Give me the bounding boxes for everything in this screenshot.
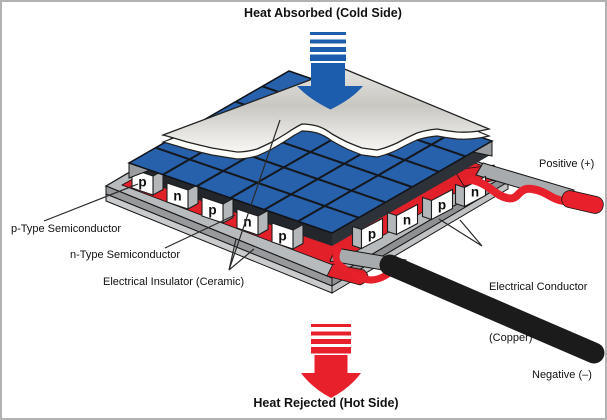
svg-text:p: p bbox=[368, 227, 376, 242]
p-type-label: p-Type Semiconductor bbox=[11, 223, 122, 235]
svg-text:p: p bbox=[208, 203, 216, 218]
svg-text:p: p bbox=[138, 175, 146, 190]
svg-text:p: p bbox=[278, 229, 286, 244]
leader-conductor bbox=[438, 218, 483, 247]
positive-terminal-label: Positive (+) bbox=[539, 158, 595, 170]
svg-text:n: n bbox=[243, 215, 251, 230]
negative-wire-junction bbox=[326, 245, 392, 286]
svg-text:n: n bbox=[173, 189, 181, 204]
leader-insulator bbox=[228, 119, 281, 271]
conductor-label-line1: Electrical Conductor bbox=[489, 281, 588, 293]
conductor-label-line2: (Copper) bbox=[489, 332, 533, 344]
cold-arrow-icon bbox=[297, 32, 363, 110]
insulator-label: Electrical Insulator (Ceramic) bbox=[103, 276, 245, 288]
negative-terminal-label: Negative (–) bbox=[532, 369, 592, 381]
negative-cable bbox=[379, 254, 605, 364]
conductor-label: Electrical Conductor (Copper) bbox=[489, 245, 587, 381]
heat-rejected-label: Heat Rejected (Hot Side) bbox=[253, 396, 399, 410]
n-type-label: n-Type Semiconductor bbox=[70, 249, 181, 261]
svg-text:n: n bbox=[403, 213, 411, 228]
positive-connector bbox=[561, 190, 604, 214]
positive-wire bbox=[468, 176, 604, 214]
cube-letters: p n p n p p n p n bbox=[138, 175, 479, 244]
leader-lines bbox=[43, 119, 483, 271]
leader-n-type bbox=[164, 214, 236, 249]
heat-absorbed-label: Heat Absorbed (Cold Side) bbox=[244, 6, 402, 20]
svg-text:n: n bbox=[471, 185, 479, 200]
svg-text:p: p bbox=[438, 198, 446, 213]
hot-arrow-icon bbox=[301, 324, 361, 398]
leader-p-type bbox=[43, 183, 139, 222]
